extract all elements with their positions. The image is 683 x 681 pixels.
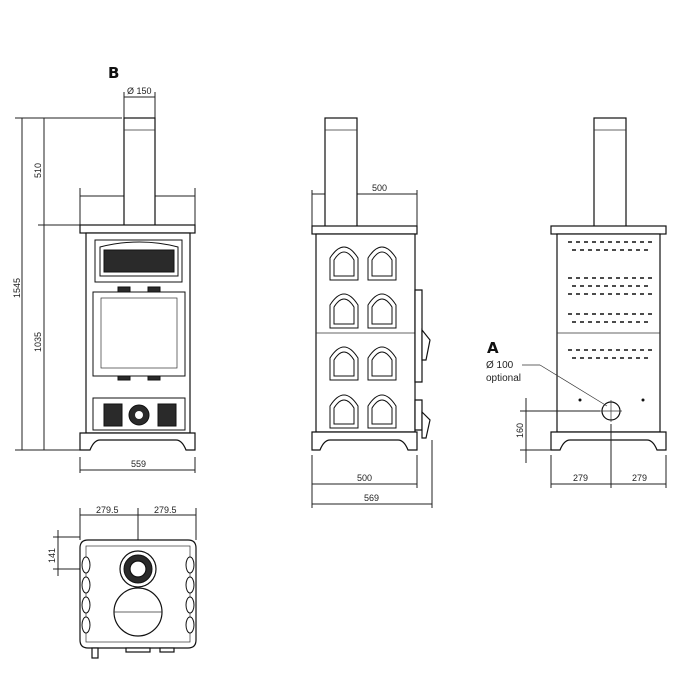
plan-tile-l1 (81, 556, 91, 574)
tile-1-inner (333, 251, 355, 277)
ash-door-panel-left (103, 403, 123, 427)
plan-tile-l4 (81, 616, 91, 634)
plan-side-tiles (81, 556, 195, 634)
fire-door-latch-right (147, 375, 161, 381)
plan-tile-l2 (81, 576, 91, 594)
front-view: B Ø 150 1545 510 1035 556 (12, 64, 196, 473)
rear-left-label: 279 (573, 473, 588, 483)
tile-6-inner (371, 351, 393, 377)
oven-window (103, 249, 175, 273)
plan-flue-inner (129, 560, 147, 578)
front-base (79, 432, 196, 451)
plan-tile-r1 (185, 556, 195, 574)
ash-door-panel-right (157, 403, 177, 427)
plan-front-knob (125, 647, 151, 653)
tile-3 (329, 293, 359, 329)
fire-door-hinge-right (147, 286, 161, 293)
tile-4 (367, 293, 397, 329)
plan-front-knob-right (159, 647, 175, 653)
rear-right-label: 279 (632, 473, 647, 483)
rear-inlet-height-label: 160 (515, 423, 525, 438)
rear-inlet-leader (539, 364, 608, 407)
side-top-plate (311, 225, 418, 235)
ash-door (92, 397, 186, 431)
fire-window (100, 297, 178, 369)
rear-inlet-diameter-label: Ø 100 (486, 360, 514, 371)
side-base (311, 431, 418, 451)
side-tiles (329, 246, 397, 429)
rear-base (550, 431, 667, 451)
plan-tile-r3 (185, 596, 195, 614)
front-top-plate (79, 224, 196, 234)
rear-top-plate (550, 225, 667, 235)
tile-2 (367, 246, 397, 281)
tile-8 (367, 394, 397, 429)
side-overall-width-label: 569 (364, 493, 379, 503)
tile-4-inner (371, 298, 393, 325)
plan-tile-r4 (185, 616, 195, 634)
tile-1 (329, 246, 359, 281)
side-ash-profile (414, 399, 423, 431)
front-flue-pipe (123, 117, 156, 227)
oven-door (94, 239, 183, 283)
height-top-label: 510 (33, 163, 43, 178)
rear-view: A Ø 100 optional 160 279 279 (486, 117, 667, 488)
plan-tile-r2 (185, 576, 195, 594)
side-flue-pipe (324, 117, 358, 229)
plan-top-inner (85, 545, 191, 643)
front-base-width-label: 559 (131, 459, 146, 469)
label-b: B (108, 64, 119, 82)
fire-door (92, 291, 186, 377)
rear-vent-slots (568, 241, 652, 359)
fire-door-hinge-left (117, 286, 131, 293)
label-a: A (487, 339, 499, 357)
plan-depth-label: 141 (47, 548, 57, 563)
tile-7-inner (333, 399, 355, 425)
tile-7 (329, 394, 359, 429)
height-total-label: 1545 (12, 278, 22, 298)
rear-screw-right (641, 398, 645, 402)
tile-6 (367, 346, 397, 381)
side-door-profile (414, 289, 423, 383)
height-body-label: 1035 (33, 332, 43, 352)
flue-diameter-label: Ø 150 (127, 86, 152, 96)
tile-8-inner (371, 399, 393, 425)
side-view: 500 (311, 117, 433, 508)
plan-view: 279.5 279.5 141 (47, 505, 197, 659)
tile-2-inner (371, 251, 393, 277)
tile-5 (329, 346, 359, 381)
rear-screw-left (578, 398, 582, 402)
rear-inlet-note: optional (486, 373, 521, 384)
plan-tile-l3 (81, 596, 91, 614)
tile-5-inner (333, 351, 355, 377)
plan-right-label: 279.5 (154, 505, 177, 515)
side-top-width-label: 500 (372, 183, 387, 193)
side-ash-handle (421, 410, 431, 439)
plan-handle-left (91, 647, 99, 659)
rear-flue-pipe (593, 117, 627, 229)
side-door-handle (421, 328, 431, 361)
plan-left-label: 279.5 (96, 505, 119, 515)
tile-3-inner (333, 298, 355, 325)
fire-door-latch-left (117, 375, 131, 381)
side-base-width-label: 500 (357, 473, 372, 483)
air-regulator-hub (135, 411, 143, 419)
